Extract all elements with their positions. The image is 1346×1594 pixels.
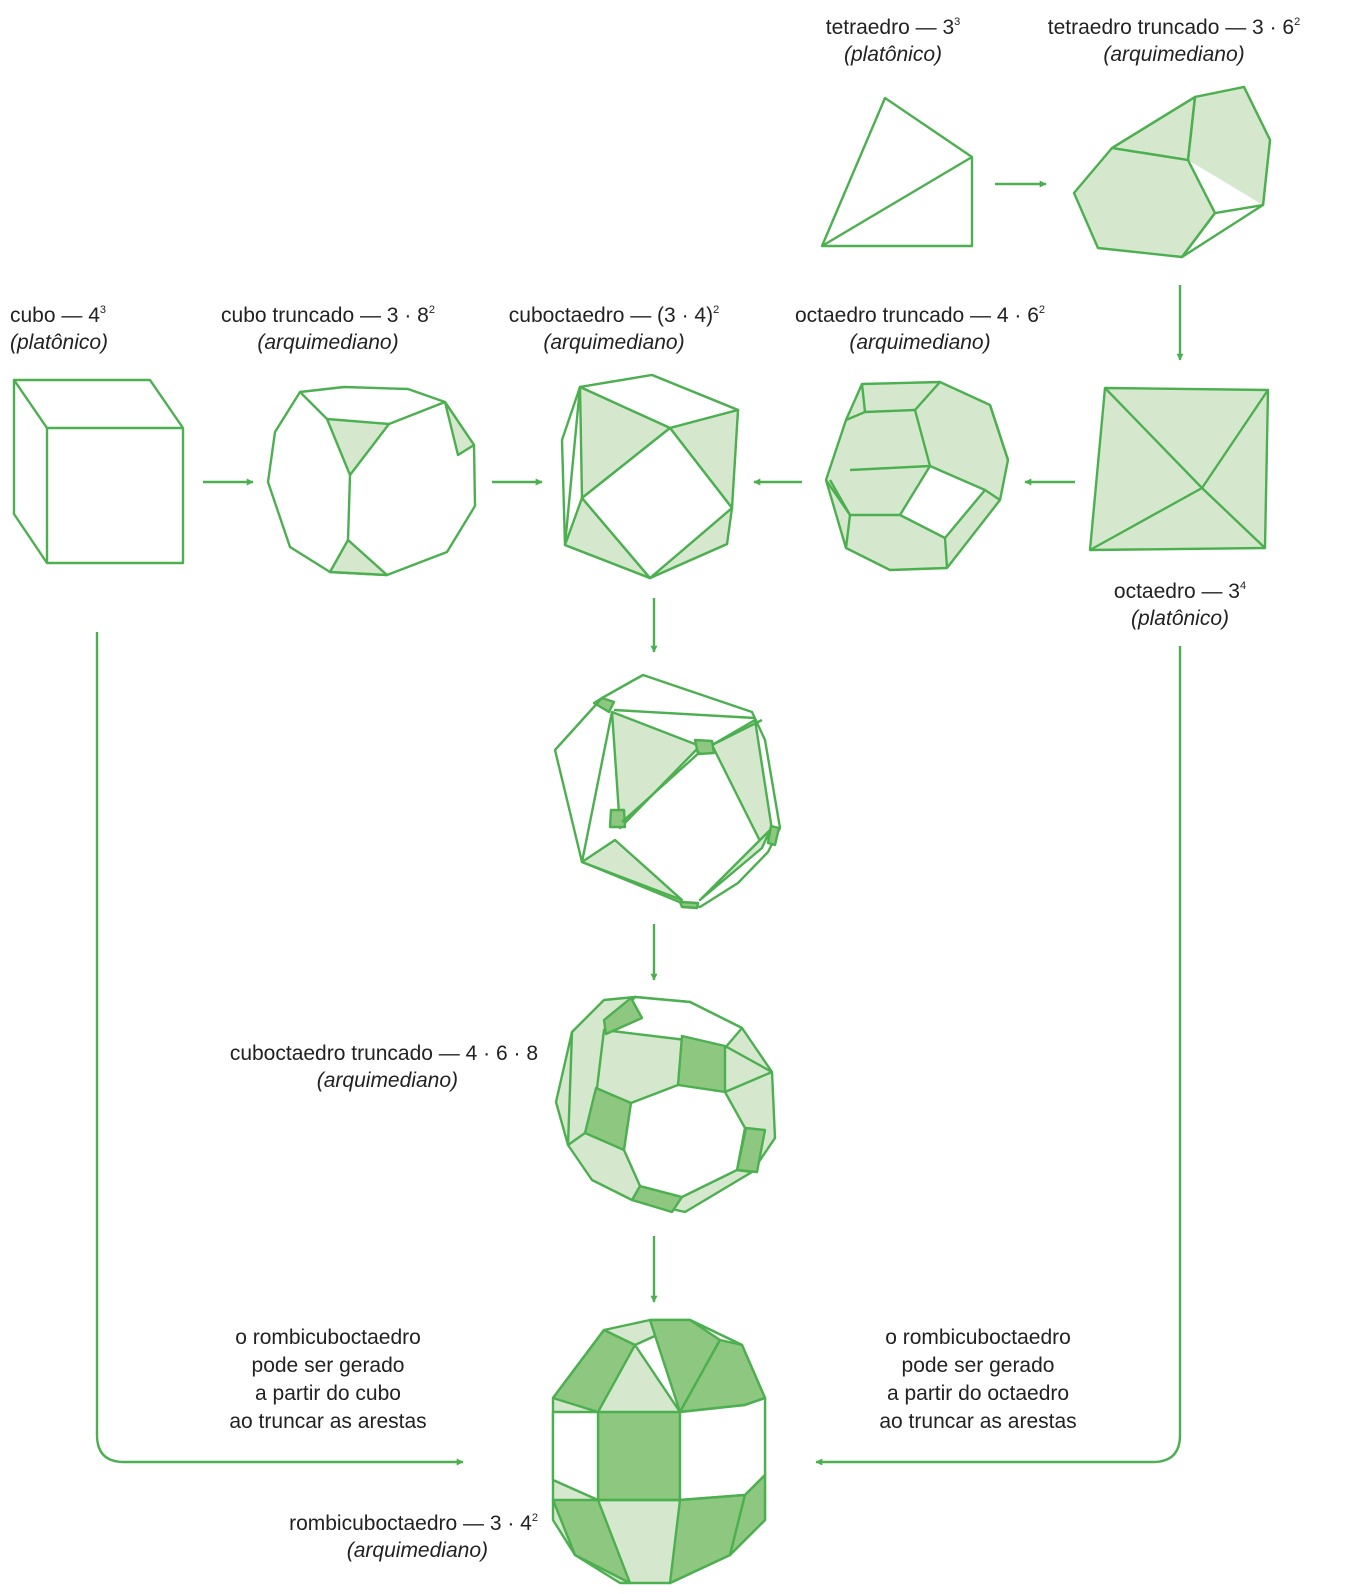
label-exponent: 2 — [1038, 304, 1046, 316]
note-line: pode ser gerado — [901, 1354, 1055, 1377]
tetrahedron-shape — [820, 96, 974, 248]
label-name: octaedro — 3 — [1113, 580, 1240, 603]
label-exponent: 2 — [428, 304, 435, 316]
note-line: ao truncar as arestas — [229, 1410, 427, 1433]
note-line: ao truncar as arestas — [879, 1410, 1077, 1433]
label-type: (platônico) — [843, 43, 943, 66]
note-from-cube: o rombicuboctaedro pode ser gerado a par… — [229, 1324, 426, 1436]
cuboctahedron-shape — [560, 373, 740, 580]
arrow-cube-to-rhombi — [95, 632, 464, 1466]
label-type: (arquimediano) — [346, 1539, 488, 1562]
cube-shape — [12, 378, 185, 565]
note-line: o rombicuboctaedro — [235, 1326, 421, 1349]
label-exponent: 4 — [1239, 580, 1247, 592]
truncated-tetrahedron-shape — [1072, 85, 1272, 259]
label-exponent: 2 — [713, 304, 720, 316]
label-name: tetraedro — 3 — [825, 16, 955, 39]
rhombicuboctahedron-shape — [551, 1318, 767, 1585]
label-cuboctaedro: cuboctaedro — (3 · 4)2 (arquimediano) — [509, 302, 719, 356]
label-octaedro: octaedro — 34 (platônico) — [1114, 578, 1246, 632]
truncated-cuboctahedron-shape — [554, 995, 777, 1214]
label-tetraedro-truncado: tetraedro truncado — 3 · 62 (arquimedian… — [1048, 14, 1300, 68]
label-type: (arquimediano) — [1103, 43, 1245, 66]
label-type: (arquimediano) — [849, 331, 991, 354]
label-type: (platônico) — [1130, 607, 1230, 630]
label-exponent: 2 — [531, 1512, 538, 1524]
label-rombicuboctaedro: rombicuboctaedro — 3 · 42 (arquimediano) — [289, 1510, 538, 1564]
label-name: cubo truncado — 3 · 8 — [221, 304, 429, 327]
label-exponent: 3 — [99, 304, 107, 316]
label-cubo-truncado: cubo truncado — 3 · 82 (arquimediano) — [221, 302, 435, 356]
note-line: a partir do cubo — [255, 1382, 401, 1405]
label-name: cuboctaedro — (3 · 4) — [508, 304, 714, 327]
label-name: tetraedro truncado — 3 · 6 — [1047, 16, 1295, 39]
note-line: a partir do octaedro — [886, 1382, 1070, 1405]
label-exponent: 3 — [954, 16, 961, 28]
label-name: cuboctaedro truncado — 4 · 6 · 8 — [229, 1042, 538, 1065]
label-name: rombicuboctaedro — 3 · 4 — [289, 1512, 532, 1535]
label-exponent: 2 — [1294, 16, 1301, 28]
label-tetraedro: tetraedro — 33 (platônico) — [826, 14, 961, 68]
label-cubo: cubo — 43 (platônico) — [10, 302, 108, 356]
truncated-cube-shape — [266, 385, 477, 577]
note-line: pode ser gerado — [251, 1354, 405, 1377]
label-name: octaedro truncado — 4 · 6 — [794, 304, 1039, 327]
label-type: (platônico) — [10, 331, 109, 354]
label-octaedro-truncado: octaedro truncado — 4 · 62 (arquimediano… — [795, 302, 1045, 356]
note-line: o rombicuboctaedro — [885, 1326, 1071, 1349]
octahedron-shape — [1088, 386, 1270, 552]
transition-solid-shape — [553, 673, 782, 910]
note-from-octahedron: o rombicuboctaedro pode ser gerado a par… — [879, 1324, 1076, 1436]
arrow-octa-to-rhombi — [815, 646, 1182, 1466]
label-type: (arquimediano) — [257, 331, 399, 354]
label-cuboctaedro-truncado: cuboctaedro truncado — 4 · 6 · 8 (arquim… — [230, 1040, 538, 1094]
truncated-octahedron-shape — [824, 380, 1010, 572]
label-name: cubo — 4 — [10, 304, 100, 327]
label-type: (arquimediano) — [543, 331, 685, 354]
label-type: (arquimediano) — [316, 1069, 458, 1092]
